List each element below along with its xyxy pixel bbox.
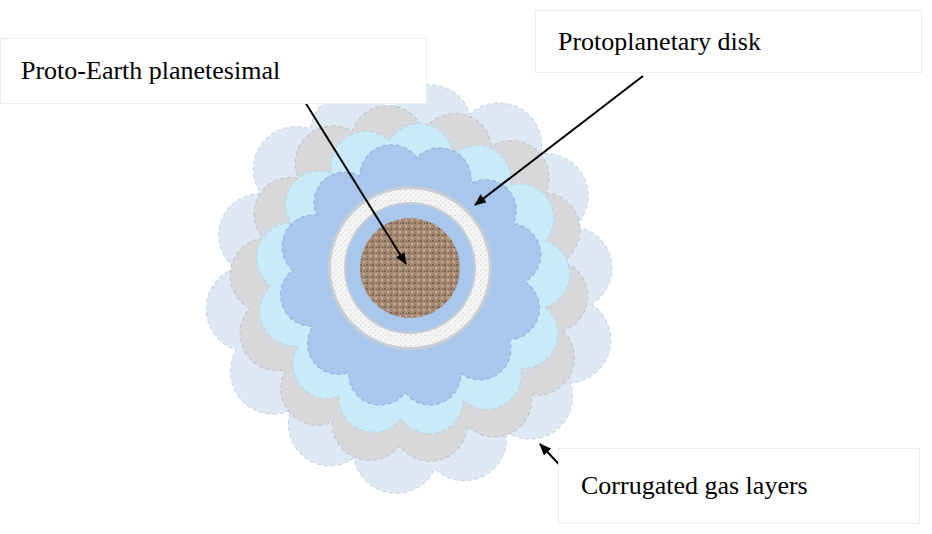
label-box: Corrugated gas layers (558, 448, 920, 524)
label-text: Proto-Earth planetesimal (21, 55, 280, 86)
label-text: Corrugated gas layers (581, 470, 808, 501)
protoplanetary-disk (331, 189, 489, 347)
inner-gas-band (346, 204, 474, 332)
planetesimal (360, 218, 460, 318)
leader-arrow (475, 76, 643, 205)
label-box: Protoplanetary disk (535, 10, 922, 73)
disk-outline (328, 186, 492, 350)
label-box: Proto-Earth planetesimal (0, 38, 427, 104)
disk-inner-edge (344, 202, 476, 334)
gas-layer (256, 124, 569, 434)
label-text: Protoplanetary disk (558, 26, 761, 57)
leader-arrow (300, 94, 406, 264)
